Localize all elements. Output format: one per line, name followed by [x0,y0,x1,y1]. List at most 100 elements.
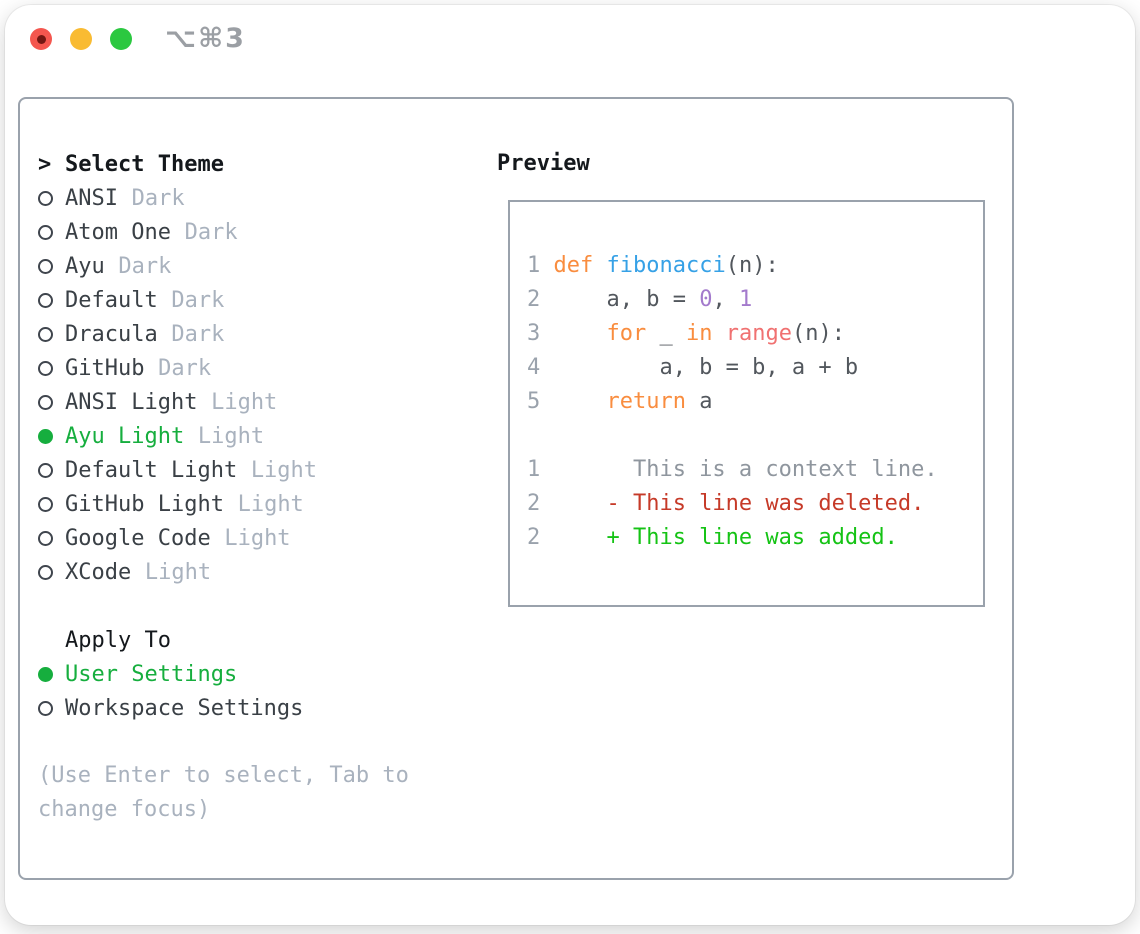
theme-name: Google Code [65,525,211,551]
window-title: ⌥⌘3 [165,23,246,54]
minimize-button[interactable] [70,28,92,50]
radio-cell [38,394,65,410]
radio-cell [38,428,65,444]
theme-name: GitHub [65,355,145,381]
radio-cell [38,360,65,376]
line-number: 2 [527,287,541,312]
code-token-keyword: return [606,389,686,414]
close-button[interactable] [30,28,52,50]
code-token-number: 1 [738,287,753,312]
code-token-deleted: - This line was deleted. [553,491,925,516]
preview-blank-line [527,419,938,453]
code-token-keyword: in [685,321,713,346]
radio-cell [38,462,65,478]
prompt-caret-icon: > [38,151,52,177]
apply-option-label: User Settings [65,661,238,687]
radio-icon [38,530,53,546]
preview-line: 1 This is a context line. [527,453,938,487]
theme-option-ansi[interactable]: ANSI Dark [38,181,470,215]
apply-option-user-settings[interactable]: User Settings [38,657,470,691]
theme-option-github[interactable]: GitHub Dark [38,351,470,385]
apply-to-title: Apply To [65,627,171,653]
theme-name: ANSI [65,185,118,211]
theme-option-ayu-light[interactable]: Ayu Light Light [38,419,470,453]
radio-selected-icon [38,428,53,444]
theme-option-dracula[interactable]: Dracula Dark [38,317,470,351]
theme-name: XCode [65,559,132,585]
preview-line: 5 return a [527,385,938,419]
code-token-plain: a, b = b, a + b [553,355,859,380]
theme-option-default[interactable]: Default Dark [38,283,470,317]
code-token-plain: a [685,389,713,414]
radio-icon [38,258,53,274]
theme-name: Dracula [65,321,158,347]
radio-icon [38,394,53,410]
theme-variant: Light [197,423,265,449]
theme-variant: Dark [131,185,185,211]
theme-variant: Dark [158,355,212,381]
preview-title: Preview [497,151,590,176]
theme-variant: Light [237,491,304,517]
maximize-button[interactable] [110,28,132,50]
code-token-function: fibonacci [606,253,726,278]
code-token-context: This is a context line. [553,457,938,482]
theme-option-xcode[interactable]: XCode Light [38,555,470,589]
preview-line: 2 a, b = 0, 1 [527,283,938,317]
radio-icon [38,564,53,580]
code-token-plain [712,321,725,346]
theme-name: Default [65,287,158,313]
radio-cell [38,326,65,342]
line-number: 1 [527,457,541,482]
radio-cell [38,666,65,682]
hint-text: (Use Enter to select, Tab to change focu… [38,763,409,822]
radio-cell [38,224,65,240]
radio-cell [38,258,65,274]
code-token-plain [593,253,606,278]
line-number: 3 [527,321,541,346]
radio-icon [38,360,53,376]
code-token-number: 0 [699,287,713,312]
theme-variant: Light [144,559,212,585]
theme-variant: Dark [171,321,225,347]
code-token-keyword: for [606,321,647,346]
line-number: 4 [527,355,541,380]
apply-option-workspace-settings[interactable]: Workspace Settings [38,691,470,725]
radio-icon [38,700,53,716]
theme-name: Ayu Light [65,423,185,449]
radio-cell [38,530,65,546]
theme-variant: Light [250,457,318,483]
line-number: 5 [527,389,541,414]
radio-cell [38,190,65,206]
radio-selected-icon [38,666,53,682]
select-theme-header: > Select Theme [38,147,470,181]
code-token-plain [553,389,606,414]
radio-icon [38,190,53,206]
spacer [38,589,470,623]
theme-name: Atom One [65,219,171,245]
theme-variant: Dark [184,219,238,245]
radio-cell [38,292,65,308]
code-token-plain: (n): [791,321,845,346]
radio-cell [38,700,65,716]
code-token-plain: (n): [725,253,779,278]
preview-line: 2 + This line was added. [527,521,938,555]
theme-variant: Dark [171,287,225,313]
line-number: 2 [527,491,541,516]
preview-line: 3 for _ in range(n): [527,317,938,351]
theme-option-atom-one[interactable]: Atom One Dark [38,215,470,249]
spacer [38,725,470,759]
radio-cell [38,564,65,580]
